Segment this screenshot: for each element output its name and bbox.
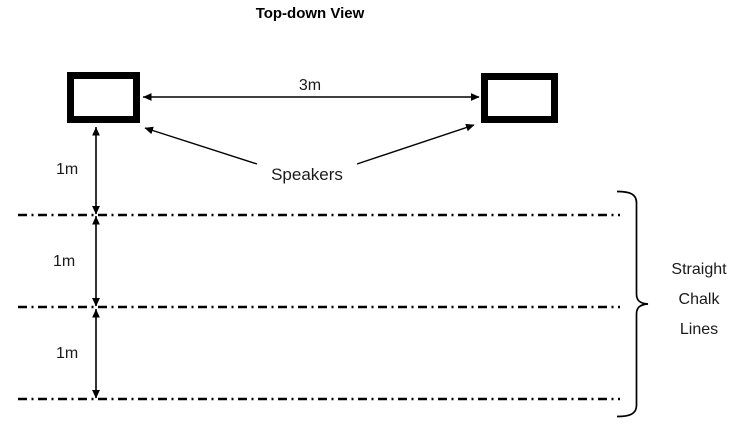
dimension-label-3m: 3m (298, 77, 322, 94)
speakers-callout-label: Speakers (271, 165, 343, 184)
speakers-leader-left (144, 126, 258, 165)
speakers-leader-right (356, 123, 475, 165)
dimension-label-1m-middle: 1m (53, 253, 76, 270)
chalk-lines-bracket (616, 190, 649, 418)
dimension-label-1m-top: 1m (56, 161, 79, 178)
speaker-right-box (481, 73, 558, 123)
dimension-label-1m-bottom: 1m (56, 345, 79, 362)
speaker-left-box (67, 72, 140, 123)
chalk-lines-label-line-2: Chalk (678, 291, 720, 308)
chalk-lines-label-line-3: Lines (679, 321, 719, 338)
chalk-lines-label-line-1: Straight (671, 261, 727, 278)
page-title: Top-down View (255, 5, 365, 22)
